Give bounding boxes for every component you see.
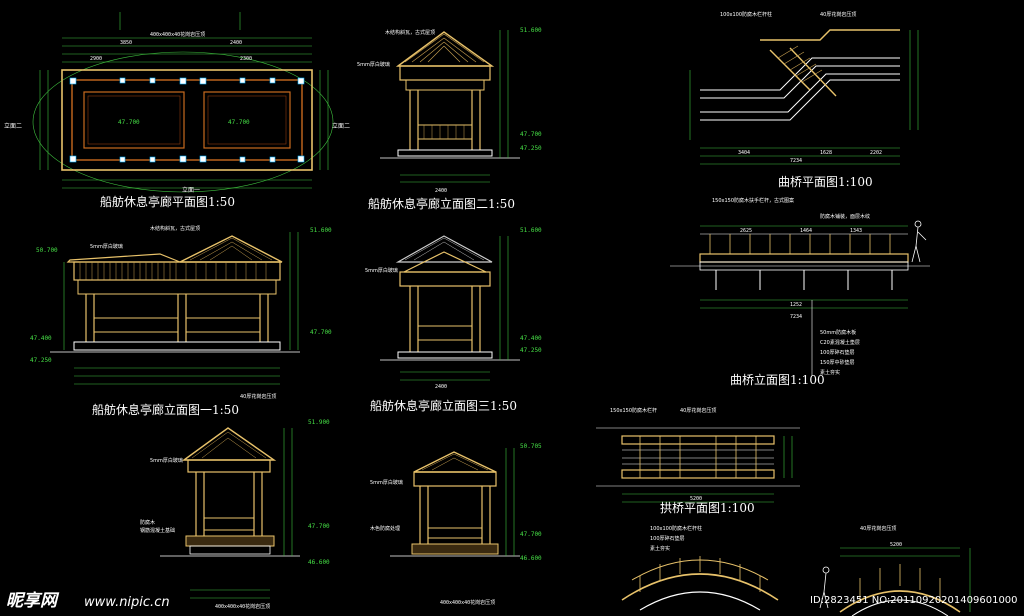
elev2-glass-note: 5mm厚白玻璃 [357,61,390,68]
elev3-glass-note: 5mm厚白玻璃 [365,267,398,274]
caption-zq-elev: 曲桥立面图1:100 [730,372,825,387]
secB-glass-note: 5mm厚白玻璃 [370,479,403,486]
elev3-dim-width: 2400 [435,384,447,390]
elev1-level-top: 51.600 [310,227,332,234]
elev3-level-top: 51.600 [520,227,542,234]
secA-glass-note: 5mm厚白玻璃 [150,457,183,464]
caption-elev3: 船舫休息亭廊立面图三1:50 [370,398,517,413]
zq-elev-dim-d: 1252 [790,302,802,308]
secA-level-mid: 47.700 [308,523,330,530]
zq-elev-note2: 防腐木铺装，面层木纹 [820,213,870,220]
zq-elev-arch-note2: C20素混凝土垫层 [820,339,860,346]
gq-elev-note2: 100厚碎石垫层 [650,535,685,542]
zq-elev-arch-note1: 50mm防腐木板 [820,329,856,336]
caption-plan: 船舫休息亭廊平面图1:50 [100,194,235,209]
zq-elev-dim-total: 7234 [790,314,802,320]
elev1-stone-note: 40厚花岗岩压顶 [240,393,276,400]
secB-level-low: 46.600 [520,555,542,562]
watermark-id: ID:2823451 NO:20110920201409601000 [810,595,1018,606]
secB-dim-note: 400x400x40花岗岩压顶 [440,599,495,606]
pavilion-elevation-1: 5mm厚白玻璃 木结构斜瓦，古式屋顶 50.700 51.600 47.700 … [30,225,332,417]
zq-elev-arch-note4: 150厚中砂垫层 [820,359,855,366]
gq-plan-note2: 40厚花岗岩压顶 [680,407,716,414]
secB-level-mid: 47.700 [520,531,542,538]
gq-elev-note1: 100x100防腐木栏杆柱 [650,525,702,532]
pavilion-elevation-2: 木结构斜瓦，古式屋顶 5mm厚白玻璃 51.600 47.700 47.250 … [357,27,542,211]
zigzag-bridge-plan: 100x100防腐木栏杆柱 40厚花岗岩压顶 3404 1628 2202 72… [689,11,919,189]
zq-elev-dim-b: 1464 [800,228,812,234]
plan-elev-bottom-label: 立面一 [182,186,200,194]
gq-plan-note1: 150x150防腐木栏杆 [610,407,657,414]
watermark: 昵享网 www.nipic.cn ID:2823451 NO:201109202… [6,591,1018,611]
elev1-level-low: 47.400 [30,335,52,342]
plan-dim-top: 400x400x40花岗岩压顶 [150,31,205,38]
elev1-roof-note: 木结构斜瓦，古式屋顶 [150,225,200,232]
pavilion-section-b: 5mm厚白玻璃 木色防腐处理 50.705 47.700 46.600 400x… [370,443,542,606]
zq-elev-arch-note5: 素土夯实 [820,369,840,376]
secA-steel-note: 钢筋混凝土基础 [140,527,175,534]
elev1-glass-note: 5mm厚白玻璃 [90,243,123,250]
plan-dim-b: 2400 [230,40,242,46]
arch-bridge-elevation: 100x100防腐木栏杆柱 100厚碎石垫层 素土夯实 40厚花岗岩压顶 520… [621,525,971,616]
zq-plan-note2: 40厚花岗岩压顶 [820,11,856,18]
caption-elev2: 船舫休息亭廊立面图二1:50 [368,196,515,211]
secB-wood-note: 木色防腐处理 [370,525,400,532]
arch-bridge-plan: 150x150防腐木栏杆 40厚花岗岩压顶 5200 拱桥平面图1:100 [596,407,800,515]
zq-plan-dim-a: 3404 [738,150,750,156]
elev2-level-top: 51.600 [520,27,542,34]
zq-elev-dim-a: 2625 [740,228,752,234]
secA-level-low: 46.600 [308,559,330,566]
elev2-level-mid: 47.700 [520,131,542,138]
elev2-level-low: 47.250 [520,145,542,152]
plan-level-a: 47.700 [118,119,140,126]
zigzag-bridge-elevation: 150x150防腐木扶手栏杆，古式图案 防腐木铺装，面层木纹 2625 1464… [670,197,930,387]
watermark-url: www.nipic.cn [84,595,170,610]
zq-plan-note1: 100x100防腐木栏杆柱 [720,11,772,18]
gq-elev-dim: 5200 [890,542,902,548]
secB-level-top: 50.705 [520,443,542,450]
zq-plan-dim-b: 1628 [820,150,832,156]
gq-plan-dim: 5200 [690,496,702,502]
watermark-logo-text: 昵享网 [6,591,60,611]
plan-dim-d: 2300 [240,56,252,62]
gq-elev2-note: 40厚花岗岩压顶 [860,525,896,532]
elev1-level-mid: 47.700 [310,329,332,336]
zq-elev-note1: 150x150防腐木扶手栏杆，古式图案 [712,197,794,204]
plan-dim-c: 2900 [90,56,102,62]
pavilion-plan: 400x400x40花岗岩压顶 3850 2400 2900 2300 立面二 … [4,12,350,209]
zq-elev-dim-c: 1343 [850,228,862,234]
elev2-dim-width: 2400 [435,188,447,194]
elev1-level-base: 47.250 [30,357,52,364]
caption-elev1: 船舫休息亭廊立面图一1:50 [92,402,239,417]
pavilion-section-a: 5mm厚白玻璃 防腐木 钢筋混凝土基础 51.900 47.700 46.600… [140,419,330,610]
elev2-roof-note: 木结构斜瓦，古式屋顶 [385,29,435,36]
zq-plan-dim-total: 7234 [790,158,802,164]
zq-elev-arch-note3: 100厚碎石垫层 [820,349,855,356]
elev3-level-mid: 47.400 [520,335,542,342]
plan-elev-left-label: 立面二 [4,122,22,130]
elev1-level-left: 50.700 [36,247,58,254]
plan-dim-a: 3850 [120,40,132,46]
plan-level-b: 47.700 [228,119,250,126]
caption-gq-plan: 拱桥平面图1:100 [660,501,755,515]
pavilion-elevation-3: 5mm厚白玻璃 51.600 47.400 47.250 2400 船舫休息亭廊… [365,227,542,413]
gq-elev-note3: 素土夯实 [650,545,670,552]
secA-level-top: 51.900 [308,419,330,426]
caption-zq-plan: 曲桥平面图1:100 [778,175,873,189]
zq-plan-dim-c: 2202 [870,150,882,156]
plan-elev-right-label: 立面二 [332,122,350,130]
secA-wood-note: 防腐木 [140,519,155,526]
secA-dim-note: 400x400x40花岗岩压顶 [215,603,270,610]
elev3-level-low: 47.250 [520,347,542,354]
